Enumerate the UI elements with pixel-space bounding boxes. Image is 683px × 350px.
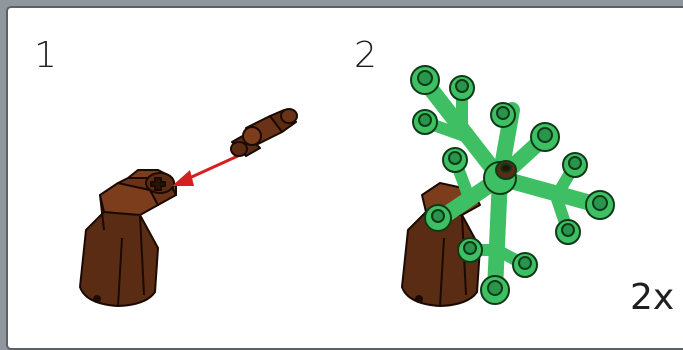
step-2-illustration bbox=[0, 0, 683, 333]
